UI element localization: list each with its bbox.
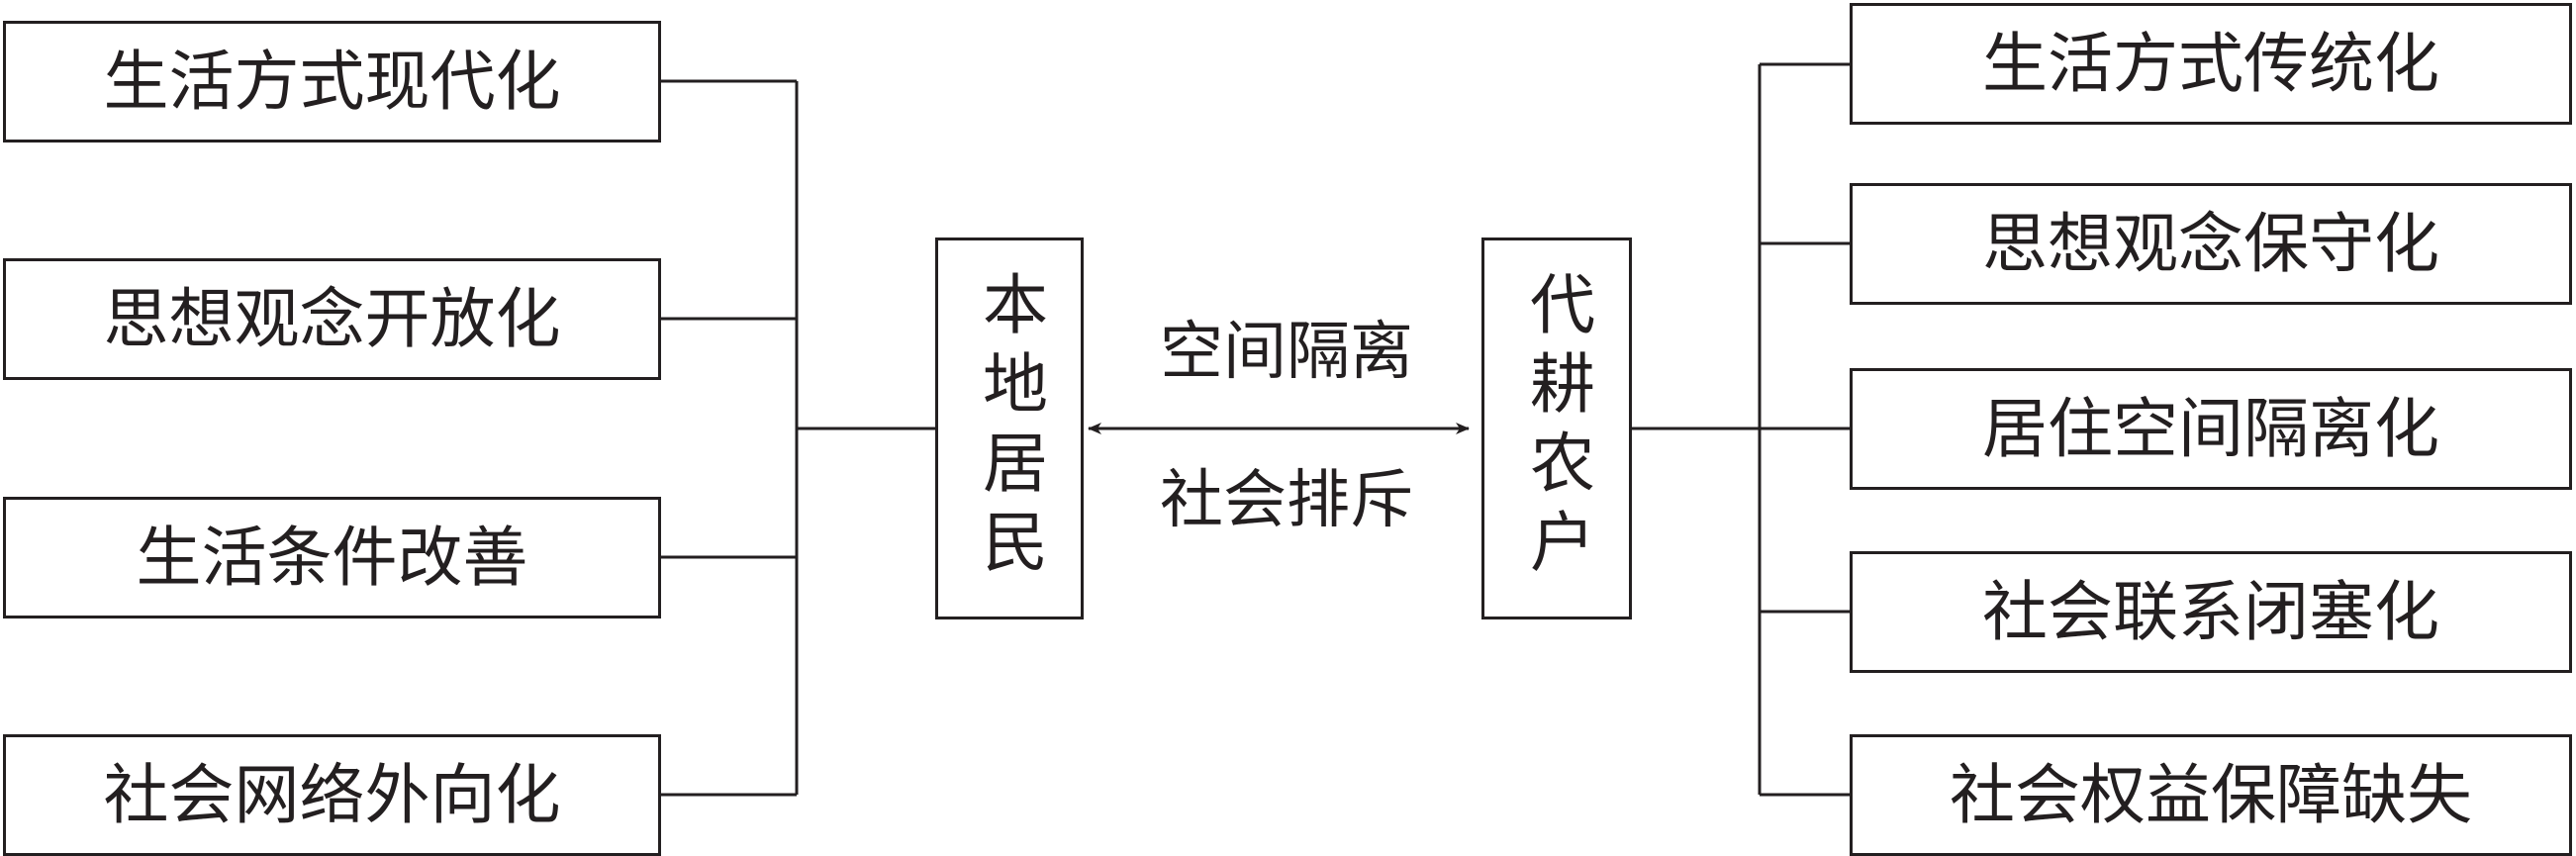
right-box-4-label: 社会联系闭塞化 <box>1982 573 2439 650</box>
arrow-bottom-label: 社会排斥 <box>1160 464 1413 537</box>
left-box-3: 生活条件改善 <box>3 497 661 618</box>
left-box-2-label: 思想观念开放化 <box>103 280 561 357</box>
right-box-2-label: 思想观念保守化 <box>1982 205 2439 282</box>
left-box-2: 思想观念开放化 <box>3 258 661 380</box>
local-residents-label: 本地居民 <box>972 270 1048 587</box>
tenant-farmers-label: 代耕农户 <box>1519 270 1595 587</box>
left-box-3-label: 生活条件改善 <box>136 519 528 596</box>
left-box-4: 社会网络外向化 <box>3 734 661 856</box>
local-residents-box: 本地居民 <box>935 238 1084 619</box>
arrow-top-label: 空间隔离 <box>1160 316 1413 389</box>
right-box-3: 居住空间隔离化 <box>1850 368 2572 490</box>
right-box-5-label: 社会权益保障缺失 <box>1950 756 2472 833</box>
right-box-4: 社会联系闭塞化 <box>1850 551 2572 673</box>
right-box-5: 社会权益保障缺失 <box>1850 734 2572 856</box>
right-box-2: 思想观念保守化 <box>1850 183 2572 305</box>
left-box-4-label: 社会网络外向化 <box>103 756 561 833</box>
left-box-1: 生活方式现代化 <box>3 21 661 143</box>
left-box-1-label: 生活方式现代化 <box>103 43 561 120</box>
right-box-1-label: 生活方式传统化 <box>1982 25 2439 102</box>
right-box-3-label: 居住空间隔离化 <box>1982 390 2439 467</box>
right-box-1: 生活方式传统化 <box>1850 3 2572 125</box>
tenant-farmers-box: 代耕农户 <box>1481 238 1632 619</box>
